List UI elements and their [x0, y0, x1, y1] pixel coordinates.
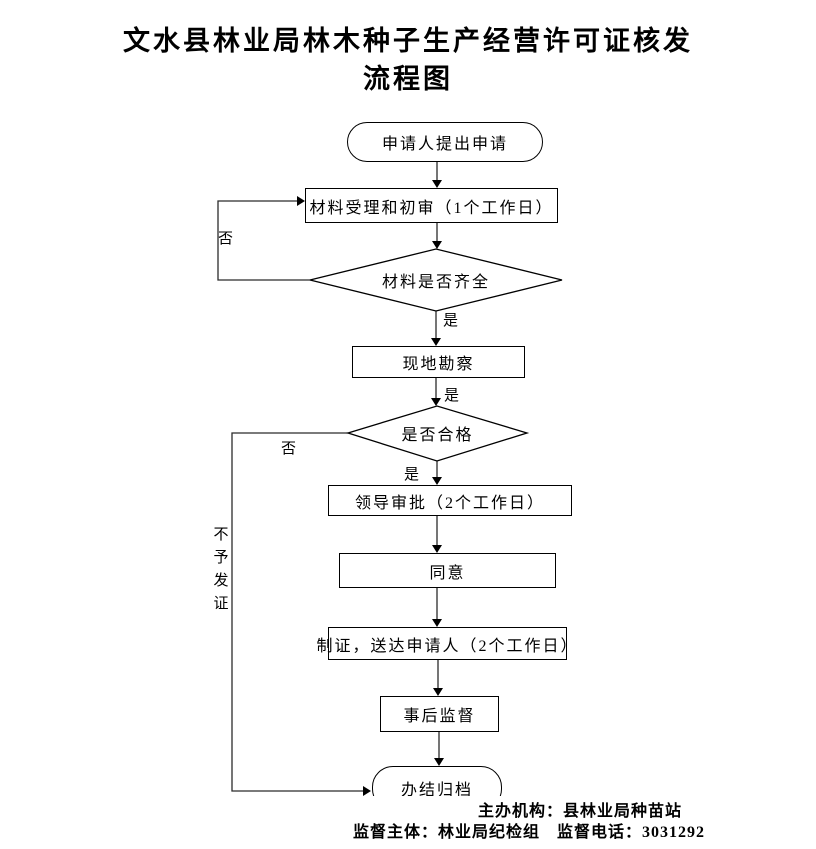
arrowhead-decision1-to-survey	[431, 338, 441, 346]
edge-label-no-materials: 否	[218, 231, 235, 247]
page-title-line2: 流程图	[363, 64, 453, 94]
edge-label-no-certificate: 不予发证	[213, 527, 229, 612]
node-archive-clip: 办结归档	[372, 766, 506, 796]
node-decision-materials-complete: 材料是否齐全	[381, 274, 490, 291]
edge-label-no-qualified: 否	[281, 441, 298, 457]
arrowhead-survey-to-decision2	[431, 398, 441, 406]
decision-qualified-shape	[345, 405, 530, 462]
edge-label-yes-survey: 是	[444, 388, 461, 404]
arrowhead-decision2-to-approve	[432, 477, 442, 485]
edge-label-yes-qualified: 是	[404, 467, 421, 483]
node-start: 申请人提出申请	[347, 122, 543, 162]
edge-label-yes-materials: 是	[443, 313, 460, 329]
connector-no-loop-qualified	[231, 432, 363, 792]
arrowhead-agree-to-issue	[432, 619, 442, 627]
footer-organizer: 主办机构：县林业局种苗站	[478, 803, 683, 820]
node-agree: 同意	[339, 553, 556, 588]
arrowhead-no-loop-qualified	[363, 786, 371, 796]
connector-no-loop-materials	[217, 200, 310, 281]
node-material-acceptance: 材料受理和初审（1个工作日）	[305, 188, 558, 223]
arrowhead-no-loop-materials	[297, 196, 305, 206]
arrowhead-supervise-to-archive	[434, 758, 444, 766]
node-post-supervision: 事后监督	[380, 696, 499, 732]
arrowhead-issue-to-supervise	[433, 688, 443, 696]
page-title: 文水县林业局林木种子生产经营许可证核发 流程图	[0, 22, 816, 98]
node-archive: 办结归档	[372, 766, 502, 796]
arrowhead-start-to-accept	[432, 180, 442, 188]
footer-supervisor: 监督主体：林业局纪检组 监督电话：3031292	[353, 824, 706, 841]
node-decision-qualified: 是否合格	[401, 427, 474, 444]
arrowhead-accept-to-decision1	[432, 241, 442, 249]
arrowhead-approve-to-agree	[432, 545, 442, 553]
node-leader-approval: 领导审批（2个工作日）	[328, 485, 572, 516]
node-site-survey: 现地勘察	[352, 346, 525, 378]
decision-materials-complete-shape	[309, 248, 563, 312]
page-title-line1: 文水县林业局林木种子生产经营许可证核发	[123, 26, 693, 56]
node-issue-certificate: 制证，送达申请人（2个工作日）	[317, 627, 577, 660]
